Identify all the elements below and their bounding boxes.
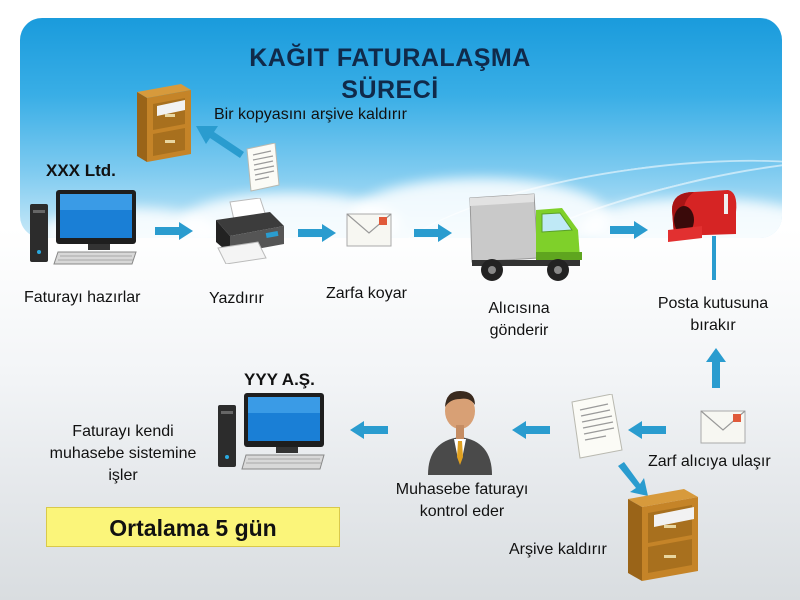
flow-arrow-7 — [350, 421, 388, 439]
mailbox-icon — [668, 190, 737, 280]
accounting-label: Muhasebe faturayı kontrol eder — [372, 479, 552, 523]
send-label: Alıcısına gönderir — [474, 298, 564, 342]
accountant-person-icon — [428, 391, 492, 475]
flow-arrow-1 — [155, 222, 193, 240]
average-duration-box: Ortalama 5 gün — [46, 507, 340, 547]
diagram-title: KAĞIT FATURALAŞMA SÜRECİ — [190, 42, 590, 106]
accounting-label-line-1: Muhasebe faturayı — [395, 481, 529, 498]
process-label-line-2: muhasebe sistemine — [49, 445, 197, 462]
send-label-line-2: gönderir — [489, 322, 549, 339]
flow-arrow-up — [706, 348, 726, 388]
sender-company: XXX Ltd. — [46, 161, 116, 180]
document-icon — [246, 143, 280, 192]
filing-cabinet-icon — [137, 84, 191, 162]
archive-cabinet-icon — [628, 489, 698, 581]
average-duration-text: Ortalama 5 gün — [109, 515, 277, 541]
printer-icon — [216, 198, 284, 264]
receiver-company: YYY A.Ş. — [244, 370, 315, 389]
print-label: Yazdırır — [209, 290, 264, 307]
envelope-label: Zarfa koyar — [326, 285, 407, 302]
flow-arrow-4 — [610, 221, 648, 239]
prepare-label: Faturayı hazırlar — [24, 289, 141, 306]
accounting-label-line-2: kontrol eder — [419, 503, 505, 520]
title-line-1: KAĞIT FATURALAŞMA — [249, 44, 531, 72]
archive-copy-label: Bir kopyasını arşive kaldırır — [214, 106, 407, 123]
process-label-line-1: Faturayı kendi — [72, 423, 174, 440]
receiver-computer-icon — [218, 393, 325, 470]
computer-icon — [30, 190, 137, 265]
send-label-line-1: Alıcısına — [488, 300, 550, 317]
archive-store-label: Arşive kaldırır — [509, 541, 607, 558]
invoice-document-icon — [571, 394, 623, 459]
arrow-to-archive — [196, 126, 244, 158]
envelope-arrived-icon — [700, 410, 746, 444]
truck-icon — [469, 193, 582, 281]
mailbox-label-line-1: Posta kutusuna — [657, 295, 769, 312]
flow-arrow-2 — [298, 224, 336, 242]
flow-arrow-6 — [512, 421, 550, 439]
arrow-to-archive-store — [618, 462, 648, 496]
envelope-icon — [346, 213, 392, 247]
mailbox-label-line-2: bırakır — [690, 317, 736, 334]
arrive-label: Zarf alıcıya ulaşır — [648, 453, 771, 470]
title-line-2: SÜRECİ — [341, 76, 439, 104]
process-label: Faturayı kendi muhasebe sistemine işler — [28, 421, 218, 487]
flow-arrow-3 — [414, 224, 452, 242]
process-label-line-3: işler — [108, 467, 138, 484]
mailbox-label: Posta kutusuna bırakır — [638, 293, 788, 337]
flow-arrow-5 — [628, 421, 666, 439]
